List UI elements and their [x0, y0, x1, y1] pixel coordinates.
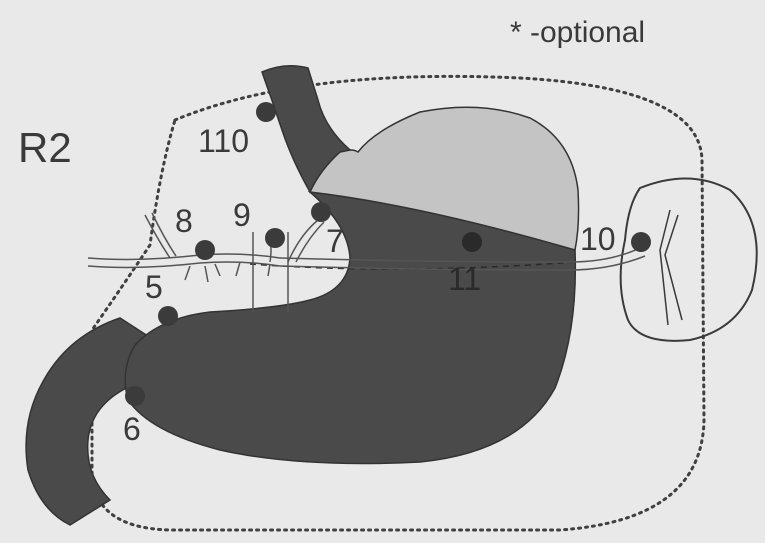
- lymph-node-9: [265, 228, 285, 248]
- region-label-r2: R2: [18, 124, 72, 171]
- left-gastric-artery: [288, 220, 324, 262]
- small-branches: [185, 262, 270, 282]
- lymph-node-110: [256, 102, 276, 122]
- node-label-6: 6: [123, 411, 141, 447]
- common-hepatic-artery: [88, 254, 280, 267]
- node-label-11: 11: [448, 261, 481, 297]
- lymph-node-10: [631, 232, 651, 252]
- lymph-node-8: [195, 240, 215, 260]
- lymph-node-5: [158, 306, 178, 326]
- spleen-hilum-lines: [660, 210, 682, 325]
- node-label-10: 10: [580, 221, 616, 257]
- node-label-9: 9: [233, 197, 251, 233]
- node-label-5: 5: [145, 269, 163, 305]
- optional-legend: * -optional: [510, 16, 645, 49]
- hepatic-branch-upper: [145, 213, 176, 258]
- lymph-node-7: [311, 202, 331, 222]
- lymph-node-6: [125, 386, 145, 406]
- lymph-node-11: [462, 232, 482, 252]
- spleen-outline: [621, 178, 757, 340]
- node-label-110: 110: [198, 123, 249, 159]
- node-label-8: 8: [175, 203, 193, 239]
- node-label-7: 7: [326, 223, 344, 259]
